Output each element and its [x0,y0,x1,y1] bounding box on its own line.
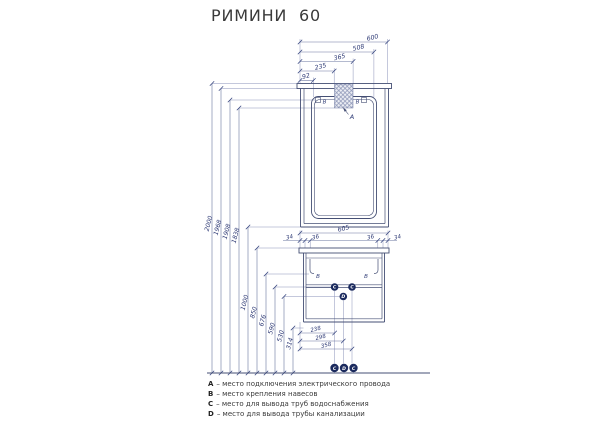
extension-lines [212,39,389,364]
hanger-bracket-left [309,259,315,274]
legend-key-b: B [208,390,214,398]
dim-h-1908: 1908 [222,223,233,240]
legend-text-b: – место крепления навесов [216,390,318,398]
marker-c2: C [350,285,354,291]
dim-h-314: 314 [285,337,295,350]
dim-top-92: 92 [301,72,310,81]
electrical-area [334,83,354,115]
dimension-lines [211,41,397,373]
dim-h-676: 676 [258,314,268,327]
dim-h-1838: 1838 [231,227,242,244]
dim-bottom-298: 298 [315,334,327,343]
dim-bracket-34r: 34 [394,234,403,242]
callout-b-mirror-left: B [323,100,327,106]
legend-key-d: D [208,410,214,418]
dim-h-2000: 2000 [204,215,215,232]
legend-item-d: D– место для вывода трубы канализации [208,409,390,419]
callout-a: A [349,113,354,121]
dim-bracket-36r: 36 [367,234,376,242]
legend-text-c: – место для вывода труб водоснабжения [216,400,369,408]
legend-text-a: – место подключения электрического прово… [216,380,391,388]
dim-bottom-238: 238 [310,326,322,335]
dim-h-530: 530 [276,329,286,342]
legend: A– место подключения электрического пров… [208,379,390,419]
mirror-mount-left [315,97,321,103]
page-title: РИМИНИ 60 [211,6,321,25]
dim-cabinet-605: 605 [337,224,350,234]
dim-h-1968: 1968 [213,219,224,236]
callout-b-mirror-right: B [356,100,360,106]
dim-h-590: 590 [267,322,277,335]
dim-top-235: 235 [314,62,327,72]
marker-c1: C [333,285,337,291]
marker-d2: D [342,366,346,372]
dim-top-365: 365 [333,53,346,63]
pipe-markers-floor: C D C [330,363,358,373]
marker-c3: C [333,366,337,372]
vanity-cabinet [298,247,390,323]
legend-key-a: A [208,380,214,388]
dimension-labels: 600 508 365 235 92 2000 1968 1908 1838 1… [204,33,403,350]
marker-c4: C [352,366,356,372]
dim-top-508: 508 [352,43,365,53]
mirror-glass-inner [314,99,374,216]
callout-b-cabinet-left: B [316,274,320,280]
legend-item-b: B– место крепления навесов [208,389,390,399]
legend-item-a: A– место подключения электрического пров… [208,379,390,389]
dim-bracket-36l: 36 [312,234,321,242]
legend-key-c: C [208,400,214,408]
pipe-markers-cabinet: C C D [330,283,356,301]
marker-callouts: A B B B B [316,100,368,281]
hatch-area [334,83,354,109]
legend-item-c: C– место для вывода труб водоснабжения [208,399,390,409]
mirror-mount-right [361,97,367,103]
countertop [298,247,390,254]
mirror-glass-outer [311,96,377,219]
hanger-bracket-right [373,259,379,274]
dim-h-850: 850 [249,306,259,319]
callout-b-cabinet-right: B [364,274,368,280]
dim-bracket-34l: 34 [286,234,295,242]
arrowhead [343,107,347,112]
marker-d1: D [341,294,345,300]
legend-text-d: – место для вывода трубы канализации [216,410,365,418]
dim-top-600: 600 [366,33,379,43]
dim-bottom-358: 358 [320,342,332,351]
dim-h-1000: 1000 [240,294,251,311]
